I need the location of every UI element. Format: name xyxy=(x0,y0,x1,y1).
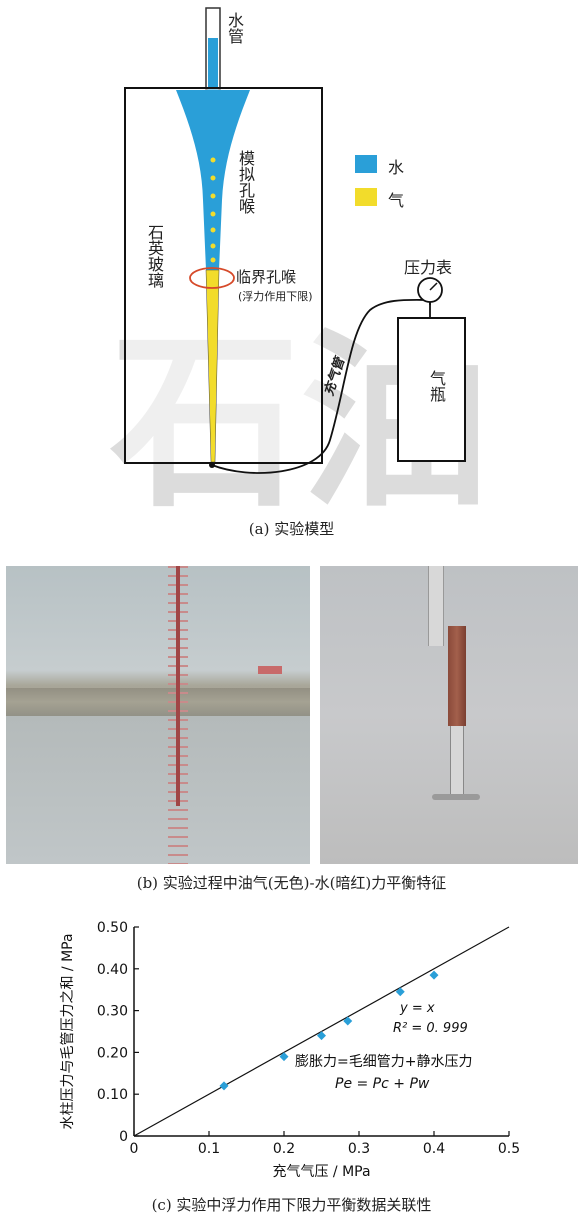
legend-water-label: 水 xyxy=(388,158,405,177)
x-tick-label: 0 xyxy=(130,1141,139,1157)
y-axis-title: 水柱压力与毛管压力之和 / MPa xyxy=(60,933,76,1129)
water-pipe-fill xyxy=(208,38,218,90)
data-point xyxy=(279,1052,289,1062)
data-point xyxy=(429,970,439,980)
caption-a: (a) 实验模型 xyxy=(248,520,335,538)
gas-cylinder xyxy=(397,317,466,462)
inflation-tube xyxy=(211,298,431,474)
x-tick-label: 0.2 xyxy=(273,1141,295,1157)
photo-left xyxy=(6,566,310,864)
legend-gas-swatch xyxy=(355,188,377,206)
y-tick-label: 0 xyxy=(119,1129,128,1145)
experiment-model-diagram xyxy=(124,7,466,474)
quartz-glass-label: 石英玻璃 xyxy=(145,224,164,288)
caption-b: (b) 实验过程中油气(无色)-水(暗红)力平衡特征 xyxy=(136,874,447,892)
y-tick-label: 0.30 xyxy=(97,1004,128,1020)
legend-gas-label: 气 xyxy=(388,191,405,210)
y-tick-label: 0.40 xyxy=(97,962,128,978)
data-point xyxy=(343,1016,353,1026)
gas-bubbles xyxy=(210,157,216,263)
x-tick-label: 0.5 xyxy=(498,1141,520,1157)
caption-c: (c) 实验中浮力作用下限力平衡数据关联性 xyxy=(151,1196,432,1214)
critical-throat-label: 临界孔喉 xyxy=(236,268,297,286)
x-axis-title: 充气气压 / MPa xyxy=(272,1164,370,1180)
gas-cylinder-label: 气瓶 xyxy=(427,370,446,402)
critical-throat-note: (浮力作用下限) xyxy=(238,290,313,303)
legend-water-swatch xyxy=(355,155,377,173)
formula-label: Pe = Pc + Pw xyxy=(335,1076,430,1092)
pressure-gauge-label: 压力表 xyxy=(404,258,453,277)
x-tick-label: 0.1 xyxy=(198,1141,220,1157)
y-tick-label: 0.50 xyxy=(97,920,128,936)
gas-column xyxy=(205,269,220,463)
water-pipe-label: 水管 xyxy=(225,12,244,44)
y-tick-label: 0.20 xyxy=(97,1045,128,1061)
data-point xyxy=(317,1031,326,1041)
data-point xyxy=(219,1081,229,1091)
throat-label: 模拟孔喉 xyxy=(236,150,255,214)
x-tick-label: 0.4 xyxy=(423,1141,445,1157)
x-tick-label: 0.3 xyxy=(348,1141,370,1157)
fit-equation-label: y = x xyxy=(399,1001,435,1016)
data-point xyxy=(395,987,405,997)
relation-label: 膨胀力=毛细管力+静水压力 xyxy=(295,1053,472,1070)
y-tick-label: 0.10 xyxy=(97,1087,128,1103)
photo-right xyxy=(320,566,578,864)
critical-throat-highlight xyxy=(189,267,235,289)
r-squared-label: R² = 0. 999 xyxy=(393,1021,468,1036)
